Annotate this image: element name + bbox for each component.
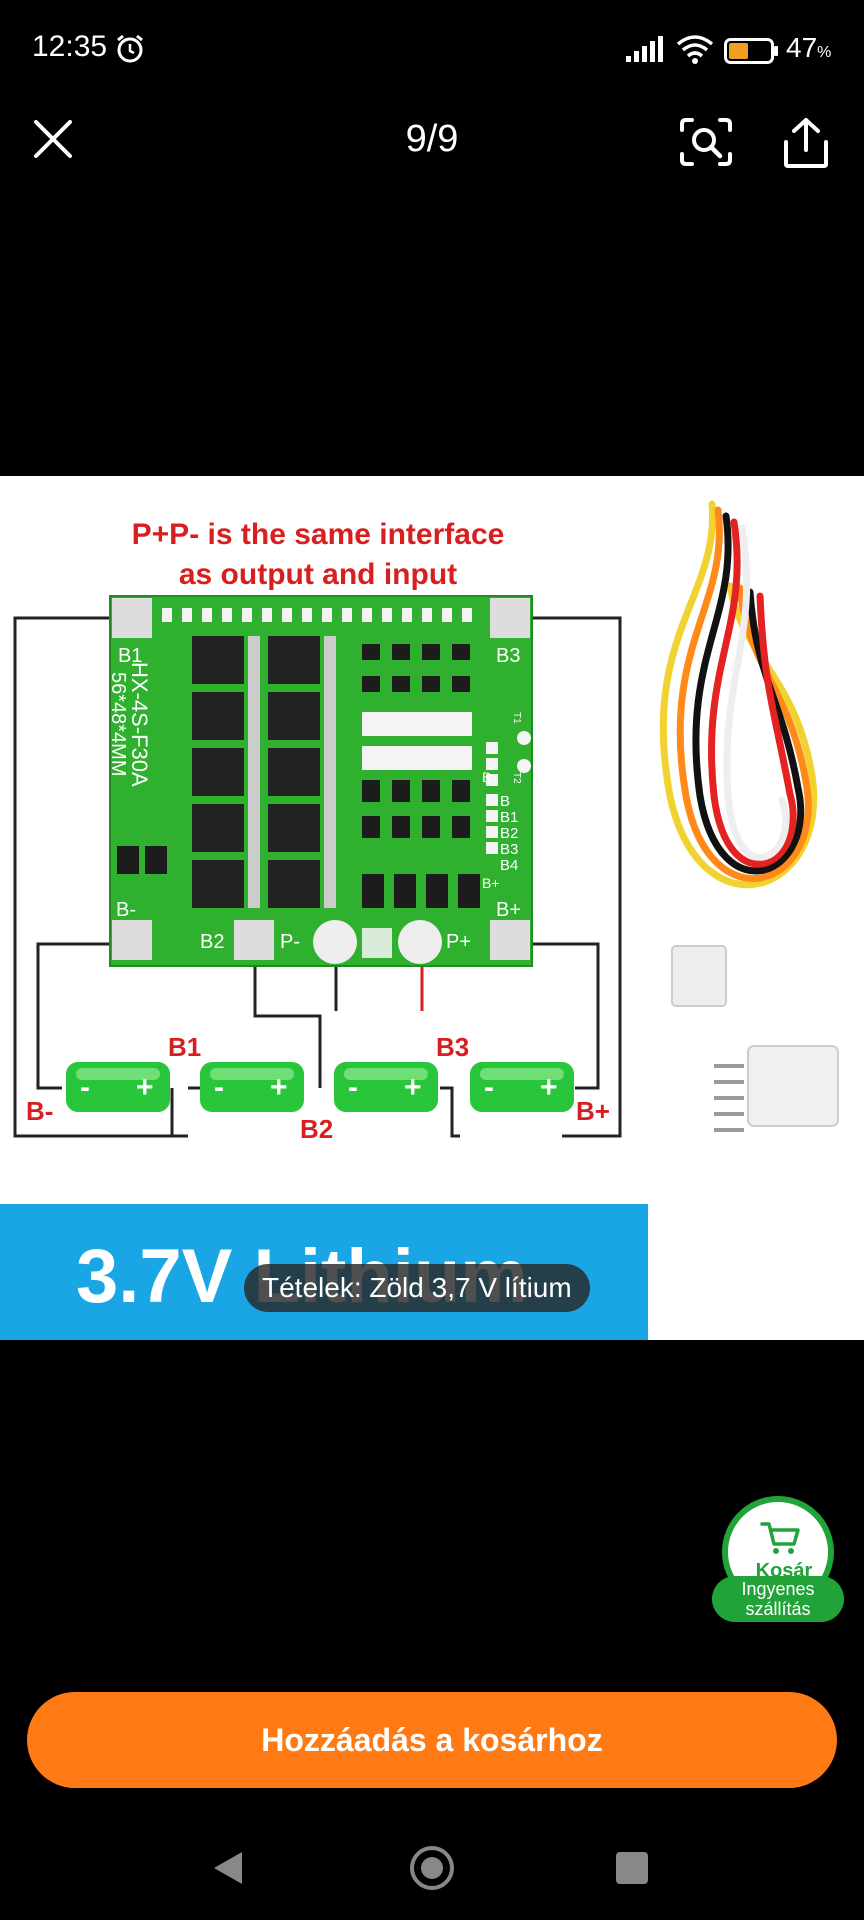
side-label-3: B3	[500, 841, 518, 858]
wire-label-b2: B2	[300, 1114, 333, 1144]
home-icon[interactable]	[408, 1844, 456, 1892]
image-heading-line1: P+P- is the same interface	[132, 518, 505, 551]
board-model-text: HX-4S-F30A	[127, 662, 152, 787]
pad-label-b3: B3	[496, 645, 520, 667]
pad-label-b2: B2	[200, 931, 224, 953]
image-counter: 9/9	[405, 118, 459, 160]
cart-button[interactable]: Kosár Ingyenes szállítás	[712, 1496, 844, 1626]
close-icon[interactable]	[30, 116, 76, 162]
image-search-icon[interactable]	[678, 116, 734, 168]
battery-percentage: 47%	[786, 32, 832, 63]
side-label-4: B4	[500, 857, 518, 874]
status-time: 12:35	[32, 30, 108, 63]
product-image[interactable]: P+P- is the same interface as output and…	[0, 476, 864, 1340]
temp-label-t2: T2	[511, 772, 522, 784]
free-shipping-badge: Ingyenes szállítás	[712, 1576, 844, 1622]
cell-minus-0: -	[80, 1071, 90, 1104]
battery-icon	[724, 38, 778, 64]
battery-cells	[66, 1062, 574, 1112]
side-label-0: B	[500, 793, 510, 810]
cell-plus-1: +	[270, 1071, 288, 1104]
signal-icon	[626, 36, 663, 62]
side-label-2: B2	[500, 825, 518, 842]
pad-label-pplus: P+	[446, 931, 471, 953]
image-heading-line2: as output and input	[179, 558, 457, 591]
side-label-bminus: B-	[482, 769, 496, 785]
pad-label-bminus: B-	[116, 899, 136, 921]
side-label-1: B1	[500, 809, 518, 826]
back-icon[interactable]	[210, 1848, 246, 1888]
cell-plus-0: +	[136, 1071, 154, 1104]
cell-minus-1: -	[214, 1071, 224, 1104]
cell-plus-3: +	[540, 1071, 558, 1104]
wire-label-bminus: B-	[26, 1096, 53, 1126]
wire-label-bplus: B+	[576, 1096, 610, 1126]
wire-harness	[659, 500, 818, 889]
recents-icon[interactable]	[614, 1850, 650, 1886]
cart-icon	[760, 1522, 800, 1554]
cell-plus-2: +	[404, 1071, 422, 1104]
badge-line2: szállítás	[745, 1599, 811, 1619]
share-icon[interactable]	[780, 116, 832, 170]
cell-minus-3: -	[484, 1071, 494, 1104]
variant-caption: Tételek: Zöld 3,7 V lítium	[244, 1264, 590, 1312]
wire-label-b1: B1	[168, 1032, 201, 1062]
side-label-bplus: B+	[482, 875, 500, 891]
wifi-icon	[676, 35, 714, 64]
pad-label-pminus: P-	[280, 931, 300, 953]
add-to-cart-button[interactable]: Hozzáadás a kosárhoz	[27, 1692, 837, 1788]
badge-line1: Ingyenes	[741, 1579, 815, 1599]
pad-label-bplus: B+	[496, 899, 521, 921]
pad-label-b1: B1	[118, 645, 142, 667]
cell-minus-2: -	[348, 1071, 358, 1104]
temp-label-t1: T1	[511, 712, 522, 724]
board-size-text: 56*48*4MM	[107, 672, 129, 777]
wire-label-b3: B3	[436, 1032, 469, 1062]
alarm-icon	[117, 34, 143, 63]
